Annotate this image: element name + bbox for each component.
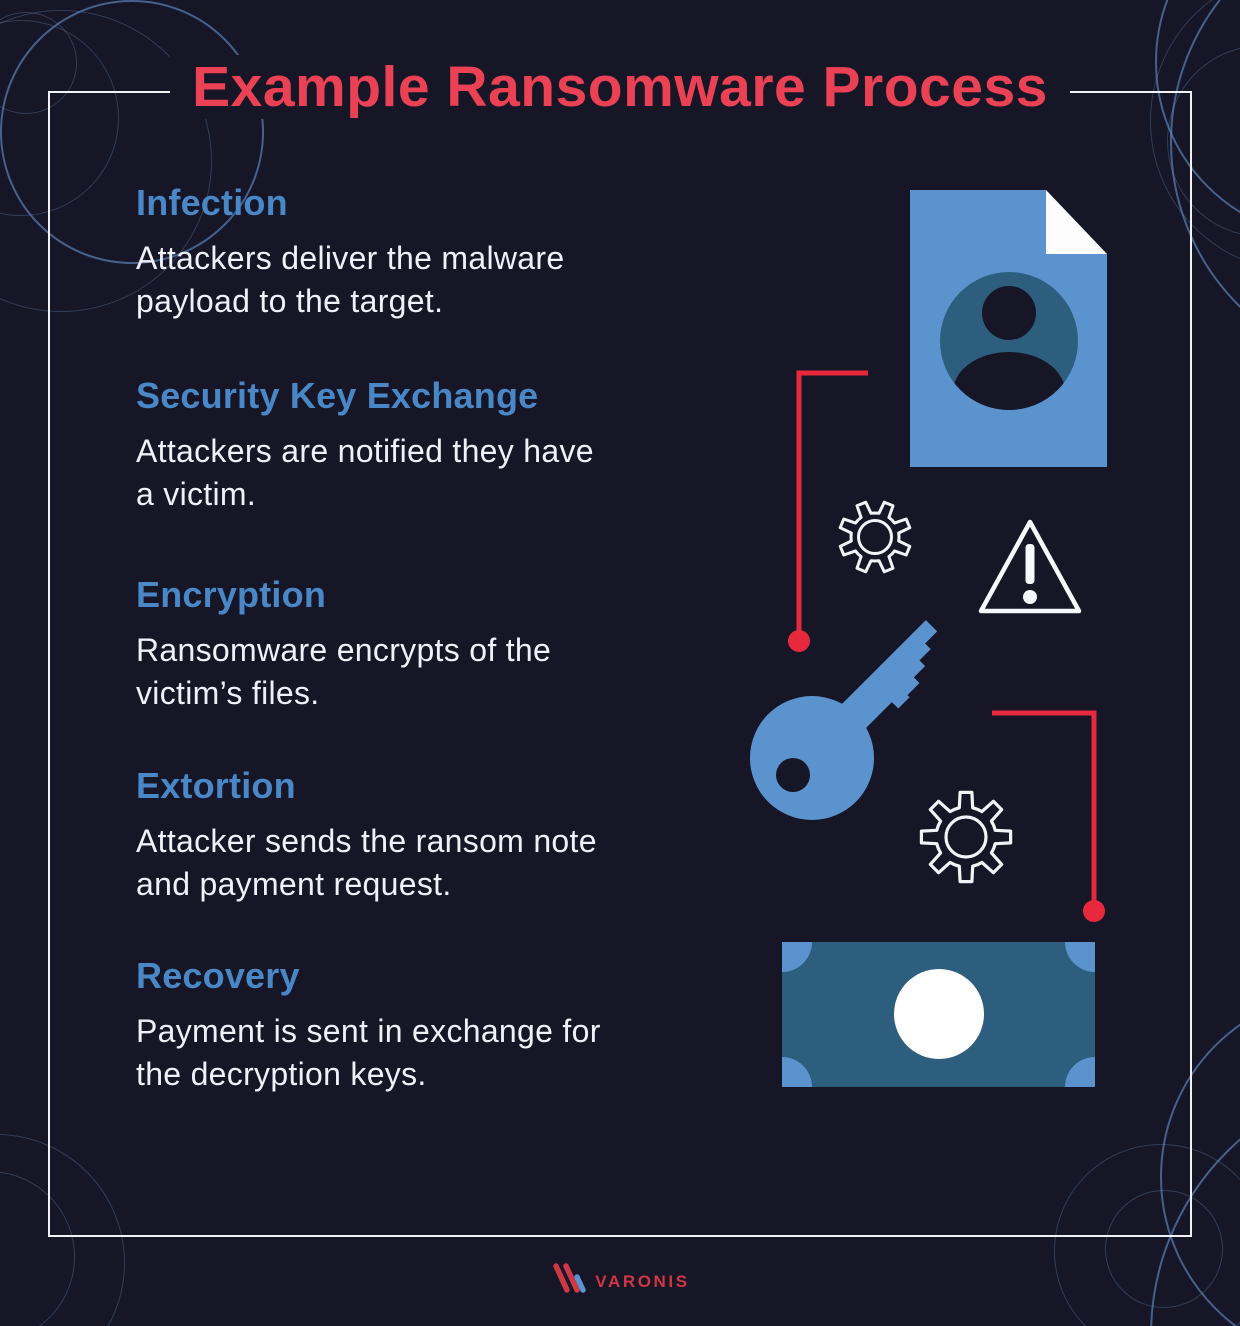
section-recovery: Recovery Payment is sent in exchange for…: [136, 956, 601, 1096]
section-infection: Infection Attackers deliver the malware …: [136, 183, 564, 323]
section-extortion: Extortion Attacker sends the ransom note…: [136, 766, 597, 906]
section-heading: Security Key Exchange: [136, 375, 539, 416]
money-bill-icon: [782, 942, 1095, 1087]
connector-line-1: [788, 370, 868, 652]
section-body: Attacker sends the ransom note and payme…: [136, 823, 597, 902]
section-body: Payment is sent in exchange for the decr…: [136, 1013, 601, 1092]
varonis-logo: VARONIS: [0, 1260, 1240, 1296]
gear-icon-large: [919, 790, 1013, 884]
section-heading: Encryption: [136, 574, 327, 615]
document-user-icon: [910, 190, 1107, 467]
page-title: Example Ransomware Process: [170, 55, 1070, 119]
gear-icon-small: [838, 500, 912, 574]
warning-triangle-icon: [978, 519, 1082, 614]
connector-dot: [1083, 900, 1105, 922]
avatar-shoulders: [953, 352, 1065, 410]
varonis-logo-text: VARONIS: [595, 1271, 690, 1291]
avatar-head: [982, 286, 1036, 340]
key-hole: [776, 758, 810, 792]
connector-dot: [788, 630, 810, 652]
connector-line-2: [992, 710, 1105, 922]
section-heading: Recovery: [136, 955, 300, 996]
section-heading: Extortion: [136, 765, 296, 806]
section-body: Ransomware encrypts of the victim’s file…: [136, 632, 552, 711]
section-heading: Infection: [136, 182, 288, 223]
section-encryption: Encryption Ransomware encrypts of the vi…: [136, 575, 551, 715]
section-security-key-exchange: Security Key Exchange Attackers are noti…: [136, 376, 594, 516]
key-icon: [750, 620, 938, 820]
varonis-logo-mark: [553, 1263, 587, 1293]
section-body: Attackers are notified they have a victi…: [136, 433, 594, 512]
decorative-arc: [0, 0, 264, 264]
section-body: Attackers deliver the malware payload to…: [136, 240, 565, 319]
bill-coin-circle: [894, 969, 984, 1059]
